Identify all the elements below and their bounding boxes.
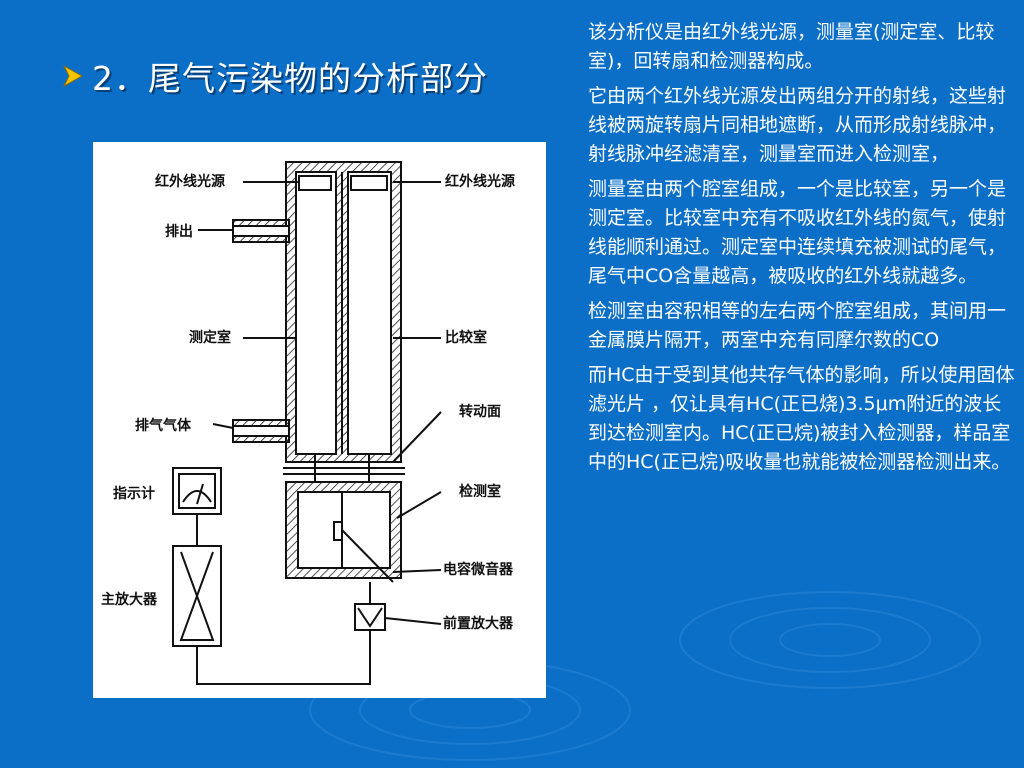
label-exhaust-gas-in: 排气气体 [135, 417, 192, 434]
slide-title-row: 2．尾气污染物的分析部分 [62, 52, 488, 100]
label-detector-chamber: 检测室 [459, 483, 501, 500]
paragraph-composition: 该分析仪是由红外线光源，测量室(测定室、比较室)，回转扇和检测器构成。 [588, 21, 995, 72]
label-rotating-surface: 转动面 [459, 403, 501, 420]
paragraph-ray-pulses: 它由两个红外线光源发出两组分开的射线，这些射线被两旋转扇片同相地遮断，从而形成射… [588, 85, 1007, 165]
description-text: 该分析仪是由红外线光源，测量室(测定室、比较室)，回转扇和检测器构成。 它由两个… [588, 18, 1018, 483]
slide-title: 2．尾气污染物的分析部分 [92, 59, 488, 98]
analyzer-diagram-drawing: 红外线光源 红外线光源 排出 测定室 比较室 排气气体 转动面 指示计 检测室 … [101, 161, 515, 685]
label-measure-chamber: 测定室 [189, 329, 231, 346]
label-indicator: 指示计 [113, 485, 155, 502]
paragraph-measure-chamber: 测量室由两个腔室组成，一个是比较室，另一个是测定室。比较室中充有不吸收红外线的氮… [588, 178, 1007, 287]
arrow-bullet-icon [62, 64, 84, 88]
paragraph-detector-chamber: 检测室由容积相等的左右两个腔室组成，其间用一金属膜片隔开，两室中充有同摩尔数的C… [588, 300, 1007, 351]
label-exhaust-out: 排出 [165, 223, 193, 240]
label-ir-source-right: 红外线光源 [445, 173, 515, 190]
paragraph-hc-filter: 而HC由于受到其他共存气体的影响，所以使用固体滤光片 ，仅让具有HC(正已烧)3… [588, 364, 1015, 473]
label-ir-source-left: 红外线光源 [155, 173, 225, 190]
label-main-amplifier: 主放大器 [101, 591, 158, 608]
label-capacitor-mic: 电容微音器 [443, 561, 514, 578]
analyzer-diagram: 红外线光源 红外线光源 排出 测定室 比较室 排气气体 转动面 指示计 检测室 … [93, 142, 546, 698]
label-preamplifier: 前置放大器 [443, 615, 514, 632]
label-compare-chamber: 比较室 [445, 329, 487, 346]
